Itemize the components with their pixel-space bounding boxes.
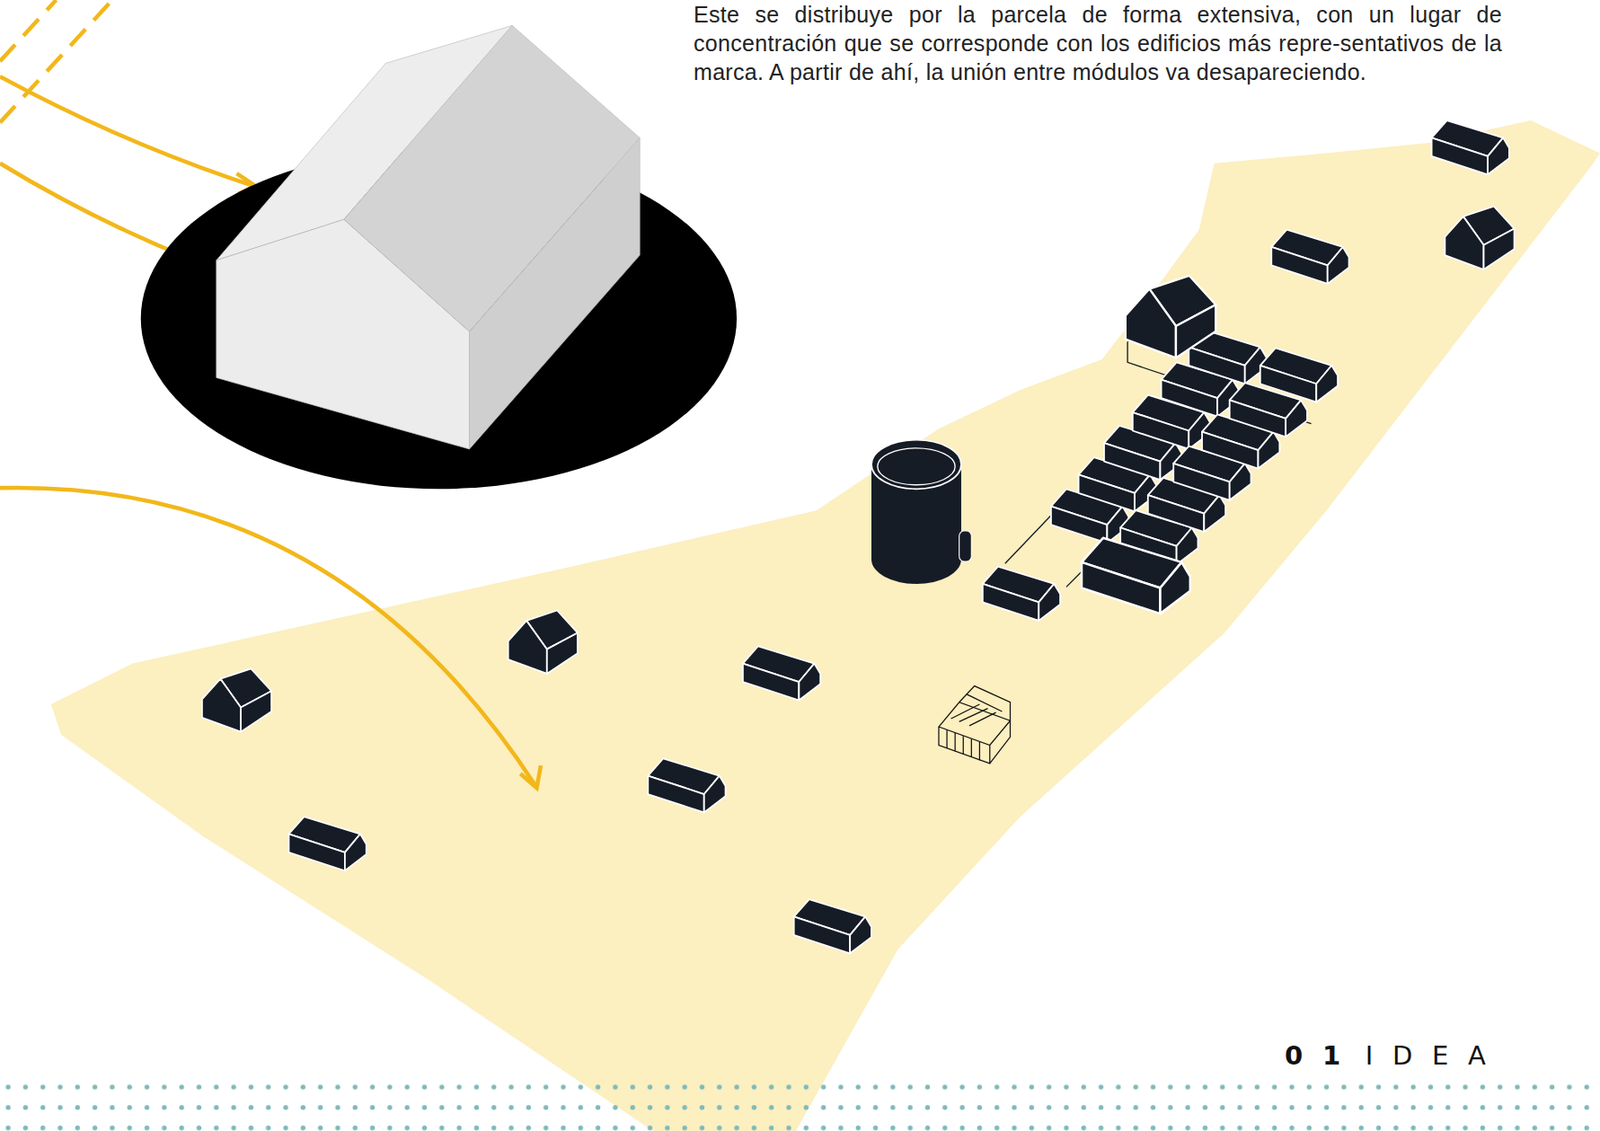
section-tag: 01IDEA	[1284, 1040, 1506, 1071]
modules	[202, 120, 1515, 954]
big-house	[216, 25, 640, 450]
silo	[871, 440, 972, 584]
site-ground	[51, 120, 1600, 1131]
greenhouse	[938, 686, 1011, 764]
description-text: Este se distribuye por la parcela de for…	[693, 0, 1503, 87]
section-number: 01	[1284, 1040, 1361, 1071]
section-title: IDEA	[1365, 1040, 1506, 1071]
dot-band	[0, 1069, 1600, 1131]
